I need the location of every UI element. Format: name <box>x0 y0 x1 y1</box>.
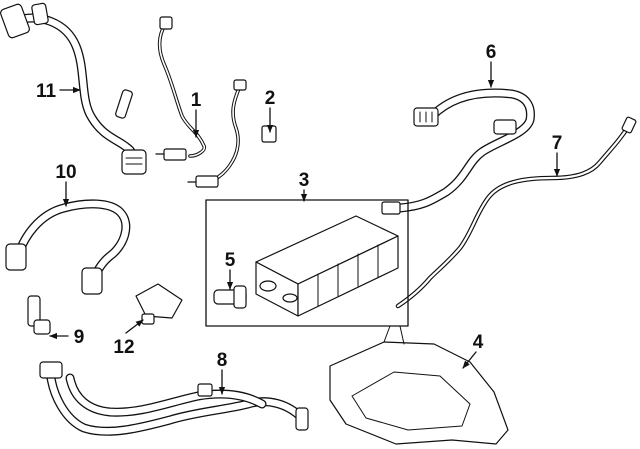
part-6-vapor-tube <box>381 88 535 215</box>
callout-10: 10 <box>55 162 76 183</box>
callout-1: 1 <box>191 90 202 111</box>
callout-11: 11 <box>36 81 57 102</box>
leader-lines <box>49 61 561 395</box>
callout-6: 6 <box>486 42 497 63</box>
callout-2: 2 <box>265 88 276 109</box>
part-5-purge-valve <box>213 285 247 309</box>
callout-12: 12 <box>113 337 134 358</box>
callout-9: 9 <box>74 327 85 348</box>
callout-4: 4 <box>473 332 484 353</box>
part-9-connector <box>27 295 51 335</box>
callout-3: 3 <box>299 170 310 191</box>
part-2-oxygen-sensor <box>187 79 277 188</box>
callout-8: 8 <box>217 350 228 371</box>
callout-labels: 1 2 3 4 5 6 7 8 9 10 11 12 <box>36 42 562 371</box>
leader-12 <box>125 319 144 334</box>
leader-4 <box>462 351 477 369</box>
part-12-pressure-sensor <box>135 283 183 325</box>
part-3-evap-canister <box>205 199 409 327</box>
part-11-vapor-hose <box>0 2 147 175</box>
part-8-tube-bundle <box>39 361 309 436</box>
part-1-oxygen-sensor <box>155 16 207 161</box>
callout-7: 7 <box>552 133 563 154</box>
part-7-vapor-line <box>395 116 637 309</box>
part-10-hose-assembly <box>5 199 131 295</box>
callout-5: 5 <box>225 250 236 271</box>
